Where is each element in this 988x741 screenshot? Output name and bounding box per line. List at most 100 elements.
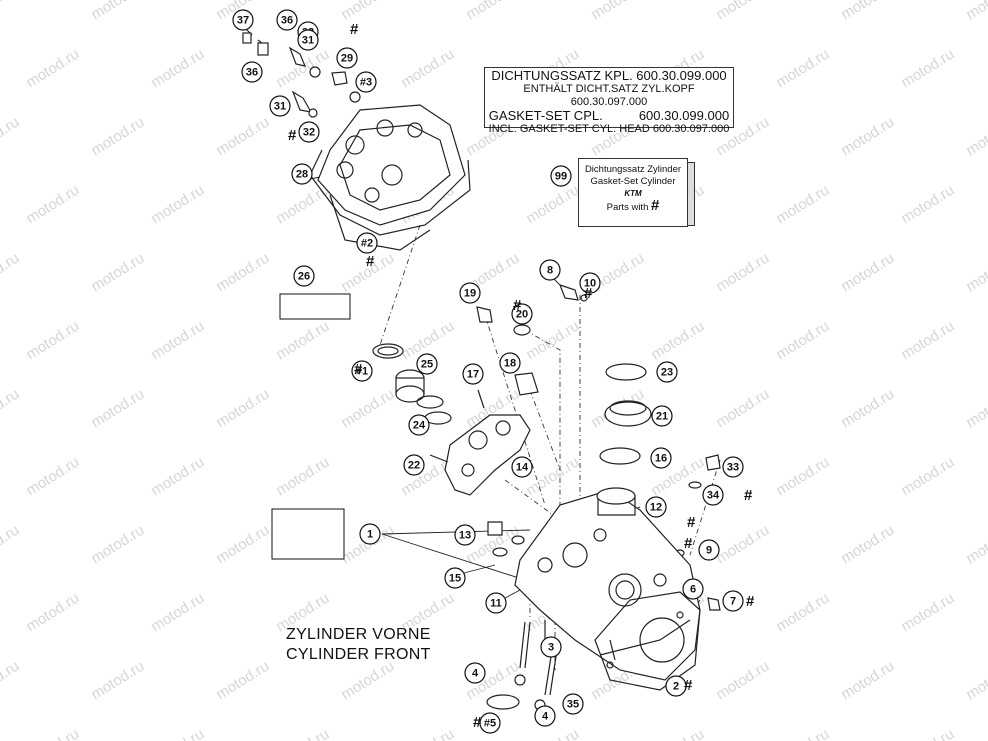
watermark-text: motod.ru	[838, 386, 897, 432]
watermark-text: motod.ru	[213, 386, 272, 432]
part-callout: 7	[722, 590, 744, 612]
watermark-text: motod.ru	[963, 522, 988, 568]
gasket-kit-hash: #	[513, 297, 522, 314]
watermark-text: motod.ru	[88, 386, 147, 432]
kit-line-2: Gasket-Set Cylinder	[590, 176, 676, 187]
callout-number: 13	[459, 530, 471, 542]
watermark-text: motod.ru	[273, 318, 332, 364]
gasket-kit-hash: #	[354, 361, 363, 378]
callout-number: 20	[516, 309, 528, 321]
watermark-text: motod.ru	[88, 658, 147, 704]
watermark-text: motod.ru	[23, 590, 82, 636]
part-callout: 28	[291, 163, 313, 185]
gasket-kit-hash: #	[350, 21, 359, 38]
watermark-text: motod.ru	[338, 386, 397, 432]
callout-circle	[241, 61, 263, 83]
watermark-text: motod.ru	[0, 114, 22, 160]
gasket-kit-hash: #	[687, 514, 696, 531]
callout-number: 4	[472, 668, 479, 680]
callout-number: 31	[302, 35, 314, 47]
part-callout: 29	[336, 47, 358, 69]
gasket-kit-hash: #	[746, 593, 755, 610]
callout-number: 22	[408, 460, 420, 472]
part-callout: 13	[454, 524, 476, 546]
gasket-kit-hash: #	[366, 253, 375, 270]
callout-number: 8	[547, 265, 553, 277]
watermark-text: motod.ru	[648, 318, 707, 364]
callout-circle	[462, 363, 484, 385]
callout-circle	[650, 447, 672, 469]
callout-number: 3	[548, 642, 554, 654]
group-1-box	[271, 508, 345, 560]
callout-number: 23	[661, 367, 673, 379]
part-callout: 10	[579, 272, 601, 294]
callout-number: 2	[673, 681, 679, 693]
gasket-kit-hash: #	[684, 535, 693, 552]
callout-circle	[656, 361, 678, 383]
kit-line-3: Parts with #	[579, 198, 687, 214]
callout-circle	[645, 496, 667, 518]
watermark-text: motod.ru	[773, 318, 832, 364]
group-1-callout-label: 1	[367, 529, 373, 541]
part-callout: 35	[562, 693, 584, 715]
part-callout: 18	[499, 352, 521, 374]
watermark-text: motod.ru	[0, 658, 22, 704]
part-callout: 36	[241, 61, 263, 83]
watermark-text: motod.ru	[963, 250, 988, 296]
watermark-text: motod.ru	[0, 250, 22, 296]
watermark-text: motod.ru	[838, 114, 897, 160]
callout-number: #2	[361, 238, 373, 250]
part-callout: #1	[351, 360, 373, 382]
callout-number: 14	[516, 462, 529, 474]
callout-number: 18	[504, 358, 516, 370]
watermark-text: motod.ru	[898, 182, 957, 228]
part-callout: #5	[479, 712, 501, 734]
watermark-text: motod.ru	[838, 658, 897, 704]
part-callout: 12	[645, 496, 667, 518]
gasket-line-2: ENTHÄLT DICHT.SATZ ZYL.KOPF 600.30.097.0…	[523, 83, 695, 108]
watermark-text: motod.ru	[523, 318, 582, 364]
cam-bridge	[429, 389, 531, 496]
gasket-kit-hash: #	[473, 714, 482, 731]
group-26-callout-label: 26	[298, 271, 310, 283]
part-callout: 3	[540, 636, 562, 658]
part-callout: 32	[298, 121, 320, 143]
callout-circle	[464, 662, 486, 684]
watermark-text: motod.ru	[898, 726, 957, 741]
part-callout: 17	[462, 363, 484, 385]
watermark-text: motod.ru	[88, 522, 147, 568]
callout-number: 24	[413, 420, 426, 432]
part-callout: 25	[416, 353, 438, 375]
gasket-line-1: DICHTUNGSSATZ KPL. 600.30.099.000	[491, 68, 727, 83]
watermark-text: motod.ru	[23, 182, 82, 228]
watermark-text: motod.ru	[713, 658, 772, 704]
watermark-text: motod.ru	[148, 182, 207, 228]
gasket-line-3: GASKET-SET CPL. 600.30.099.000	[488, 108, 730, 123]
watermark-text: motod.ru	[773, 182, 832, 228]
callout-circle	[499, 352, 521, 374]
callout-circle	[459, 282, 481, 304]
callout-number: 32	[303, 127, 315, 139]
watermark-text: motod.ru	[838, 250, 897, 296]
callout-number: 29	[341, 53, 353, 65]
watermark-text: motod.ru	[773, 726, 832, 741]
callout-number: 35	[567, 699, 579, 711]
watermark-text: motod.ru	[148, 726, 207, 741]
watermark-text: motod.ru	[713, 250, 772, 296]
callout-number: 10	[584, 278, 596, 290]
part-callout: 34	[702, 484, 724, 506]
part-callout: 19	[459, 282, 481, 304]
part-callout: 11	[485, 592, 507, 614]
watermark-text: motod.ru	[713, 386, 772, 432]
valve-cover	[309, 104, 471, 251]
watermark-text: motod.ru	[588, 0, 647, 23]
watermark-text: motod.ru	[88, 114, 147, 160]
head-gasket	[594, 591, 701, 691]
callout-circle	[351, 360, 373, 382]
part-callout: 24	[408, 414, 430, 436]
part-callout: 14	[511, 456, 533, 478]
watermark-text: motod.ru	[398, 726, 457, 741]
watermark-text: motod.ru	[213, 114, 272, 160]
watermark-text: motod.ru	[963, 386, 988, 432]
watermark-text: motod.ru	[963, 114, 988, 160]
